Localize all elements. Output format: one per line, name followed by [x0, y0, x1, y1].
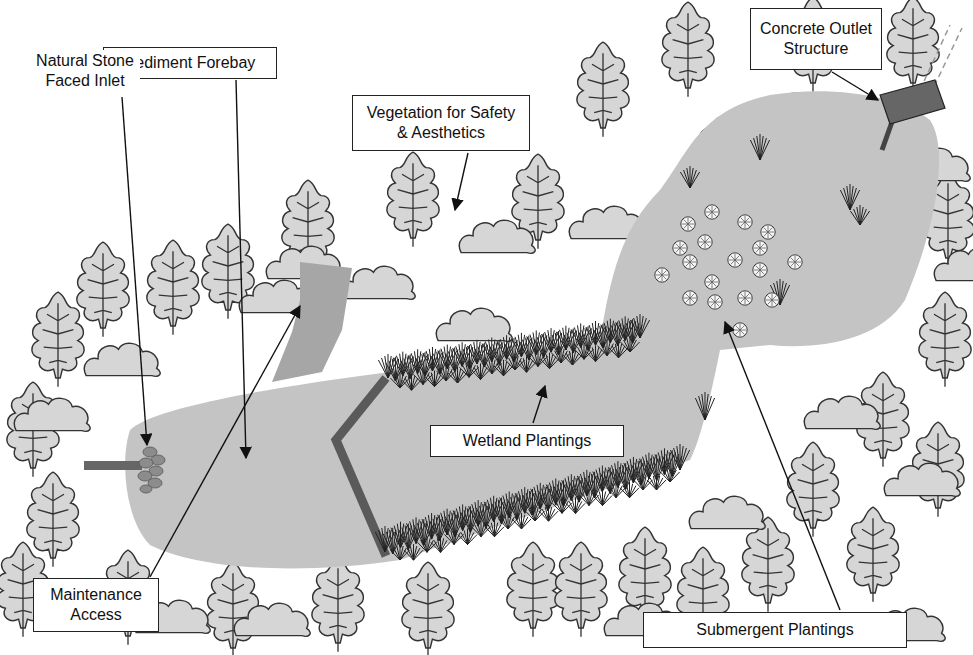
oak-tree: [787, 442, 839, 537]
callout-box: Wetland Plantings: [430, 425, 624, 457]
callout-text: Vegetation for Safety & Aesthetics: [361, 103, 521, 143]
callout-text: Submergent Plantings: [696, 620, 853, 640]
oak-tree: [507, 542, 559, 637]
callout-box: Concrete Outlet Structure: [750, 8, 882, 70]
oak-tree: [555, 542, 607, 637]
shrub: [804, 396, 880, 429]
oak-tree: [77, 242, 129, 337]
shrub: [436, 308, 512, 341]
oak-tree: [27, 472, 79, 567]
callout-text: Maintenance Access: [42, 585, 150, 625]
forebay-berm: [336, 378, 386, 556]
callout-label: Natural Stone Faced Inlet: [30, 50, 140, 92]
oak-tree: [577, 42, 629, 137]
inlet-pipe: [84, 461, 142, 470]
shrub: [459, 220, 535, 253]
shrub: [234, 603, 310, 636]
shrub: [934, 248, 973, 281]
shrub: [689, 496, 765, 529]
shrub: [84, 343, 160, 376]
outlet-structure: [880, 25, 962, 150]
oak-tree: [887, 0, 939, 92]
oak-tree: [742, 517, 794, 612]
oak-tree: [402, 562, 454, 655]
callout-text: Wetland Plantings: [463, 431, 592, 451]
shrub: [884, 463, 960, 496]
callout-text: Sediment Forebay: [125, 53, 256, 73]
leader-lines: [122, 72, 878, 610]
inlet-stones: [138, 447, 165, 493]
oak-tree: [919, 292, 971, 387]
pond: [125, 91, 939, 568]
oak-tree: [662, 2, 714, 97]
callout-box: Maintenance Access: [33, 578, 159, 632]
callout-box: Vegetation for Safety & Aesthetics: [352, 95, 530, 151]
submergent-plants: [655, 205, 802, 337]
oak-tree: [147, 240, 199, 335]
shrub: [14, 398, 90, 431]
callout-box: Submergent Plantings: [643, 612, 907, 648]
oak-tree: [847, 507, 899, 602]
maintenance-access-path: [272, 262, 352, 382]
wetland-grass: [375, 88, 924, 560]
oak-tree: [387, 152, 439, 247]
oak-tree: [32, 292, 84, 387]
oak-tree: [312, 557, 364, 652]
callout-text: Concrete Outlet Structure: [759, 19, 873, 59]
